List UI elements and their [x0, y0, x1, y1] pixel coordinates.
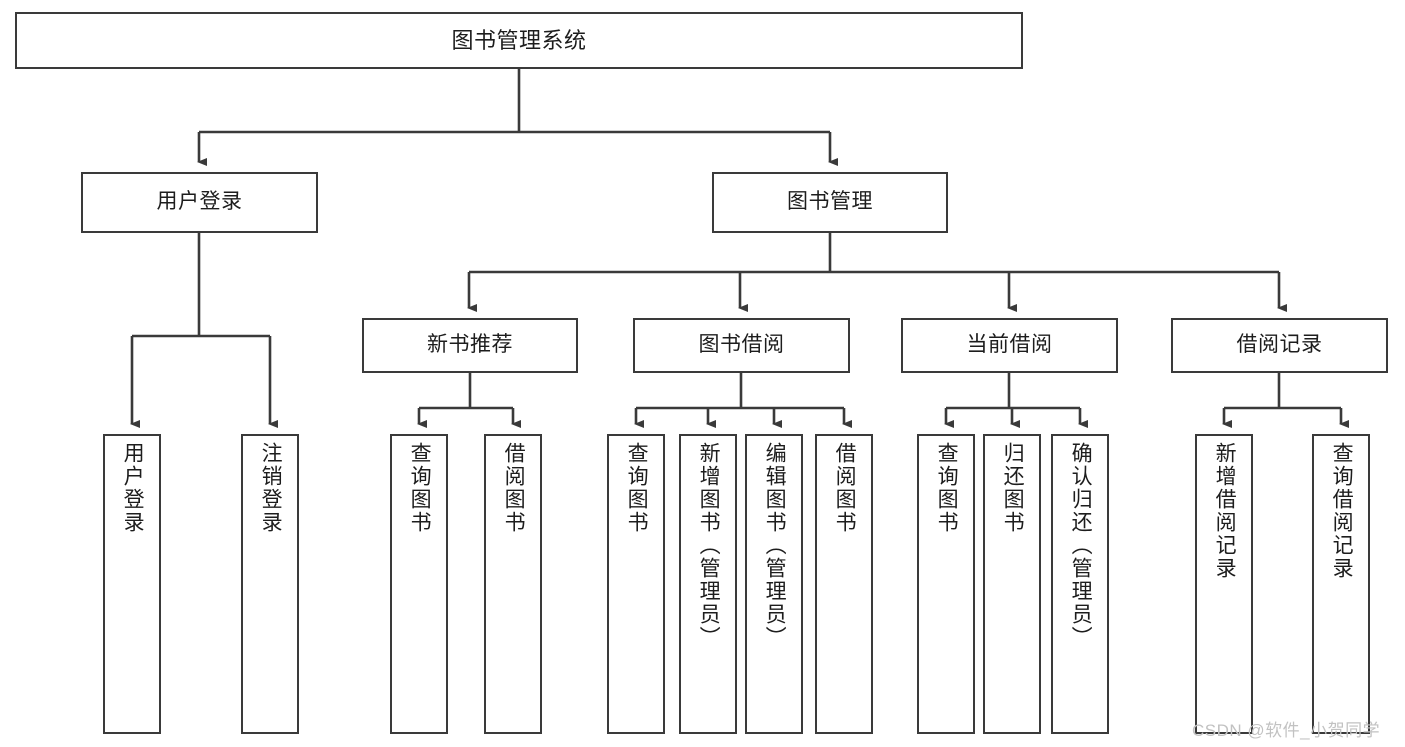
node-leaf-login2[interactable]: 注销登录 — [241, 434, 299, 734]
node-leaf-bor2[interactable]: 新增图书（管理员） — [679, 434, 737, 734]
node-leaf-bor1[interactable]: 查询图书 — [607, 434, 665, 734]
node-label-leaf-login2: 注销登录 — [259, 442, 283, 534]
node-label-leaf-new1: 查询图书 — [408, 442, 432, 534]
node-records[interactable]: 借阅记录 — [1171, 318, 1388, 373]
node-label-current: 当前借阅 — [966, 333, 1053, 357]
node-leaf-rec2[interactable]: 查询借阅记录 — [1312, 434, 1370, 734]
node-label-leaf-cur3: 确认归还（管理员） — [1069, 442, 1093, 649]
node-leaf-new1[interactable]: 查询图书 — [390, 434, 448, 734]
node-label-newrec: 新书推荐 — [427, 333, 513, 357]
node-label-leaf-bor2: 新增图书（管理员） — [697, 442, 721, 649]
node-leaf-cur2[interactable]: 归还图书 — [983, 434, 1041, 734]
node-newrec[interactable]: 新书推荐 — [362, 318, 578, 373]
node-label-leaf-bor1: 查询图书 — [625, 442, 649, 534]
node-label-borrow: 图书借阅 — [698, 333, 785, 357]
node-leaf-login1[interactable]: 用户登录 — [103, 434, 161, 734]
node-label-leaf-bor4: 借阅图书 — [833, 442, 857, 534]
node-leaf-bor3[interactable]: 编辑图书（管理员） — [745, 434, 803, 734]
node-root[interactable]: 图书管理系统 — [15, 12, 1023, 69]
csdn-watermark: CSDN @软件_小贺同学 — [1192, 721, 1381, 740]
node-label-leaf-cur1: 查询图书 — [935, 442, 959, 534]
node-leaf-new2[interactable]: 借阅图书 — [484, 434, 542, 734]
node-current[interactable]: 当前借阅 — [901, 318, 1118, 373]
node-label-leaf-login1: 用户登录 — [121, 442, 145, 534]
node-leaf-bor4[interactable]: 借阅图书 — [815, 434, 873, 734]
node-label-leaf-bor3: 编辑图书（管理员） — [763, 442, 787, 649]
node-label-leaf-rec2: 查询借阅记录 — [1330, 442, 1354, 580]
node-leaf-cur3[interactable]: 确认归还（管理员） — [1051, 434, 1109, 734]
node-label-records: 借阅记录 — [1236, 333, 1323, 357]
node-label-leaf-new2: 借阅图书 — [502, 442, 526, 534]
node-label-login: 用户登录 — [156, 190, 243, 214]
node-login[interactable]: 用户登录 — [81, 172, 318, 233]
node-label-bookmgmt: 图书管理 — [787, 190, 873, 214]
node-label-leaf-cur2: 归还图书 — [1001, 442, 1025, 534]
node-label-leaf-rec1: 新增借阅记录 — [1213, 442, 1237, 580]
node-label-root: 图书管理系统 — [451, 27, 587, 53]
node-leaf-rec1[interactable]: 新增借阅记录 — [1195, 434, 1253, 734]
node-leaf-cur1[interactable]: 查询图书 — [917, 434, 975, 734]
node-bookmgmt[interactable]: 图书管理 — [712, 172, 948, 233]
node-borrow[interactable]: 图书借阅 — [633, 318, 850, 373]
